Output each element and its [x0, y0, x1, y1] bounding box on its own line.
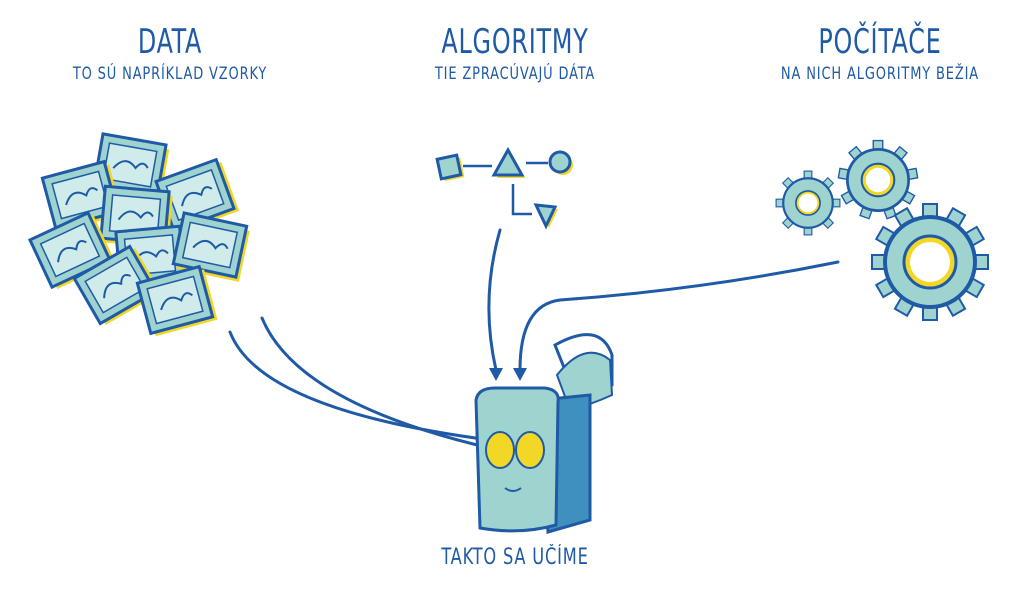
shape-triangle-icon	[533, 203, 558, 230]
data-title: DATA	[137, 22, 203, 62]
algorithms-subtitle: TIE ZPRACÚVAJÚ DÁTA	[434, 64, 596, 84]
arrow-icon	[518, 260, 840, 372]
algorithms-column-heading: ALGORITMY TIE ZPRACÚVAJÚ DÁTA	[365, 22, 665, 84]
gear-icon	[871, 203, 989, 321]
gear-icon	[775, 170, 841, 236]
algorithm-shapes	[435, 146, 573, 230]
data-photo-cards	[28, 132, 253, 339]
robot-head-icon	[474, 333, 614, 534]
data-column-heading: DATA TO SÚ NAPRÍKLAD VZORKY	[20, 22, 320, 84]
computer-gears	[775, 139, 989, 321]
arrow-icon	[513, 368, 527, 381]
arrow-icon	[228, 330, 492, 442]
algorithms-title: ALGORITMY	[441, 22, 589, 62]
gear-icon	[837, 139, 919, 220]
shape-circle-icon	[548, 150, 573, 175]
computers-title: POČÍTAČE	[818, 22, 942, 62]
arrow-icon	[487, 228, 502, 372]
flow-arrows	[228, 228, 840, 457]
shape-square-icon	[435, 153, 465, 182]
arrow-icon	[489, 368, 503, 381]
shape-triangle-icon	[491, 146, 525, 178]
computers-subtitle: NA NICH ALGORITMY BEŽIA	[780, 64, 980, 84]
arrow-icon	[260, 316, 524, 457]
learning-caption: TAKTO SA UČÍME	[441, 545, 589, 570]
computers-column-heading: POČÍTAČE NA NICH ALGORITMY BEŽIA	[730, 22, 1024, 84]
data-subtitle: TO SÚ NAPRÍKLAD VZORKY	[72, 64, 268, 84]
